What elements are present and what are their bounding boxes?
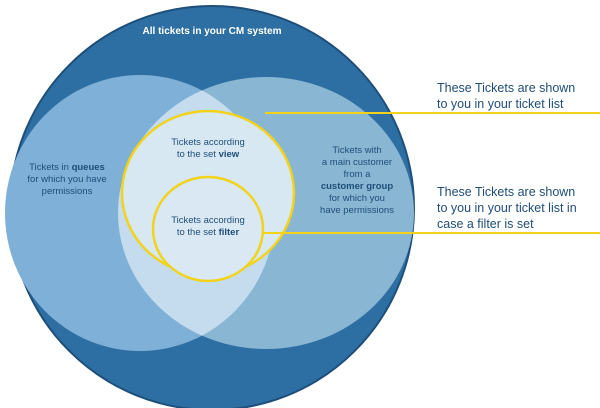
label-line-segment: queues	[72, 162, 105, 173]
view-annotation: These Tickets are shown to you in your ti…	[437, 81, 575, 111]
label-line-segment: to the set	[177, 149, 219, 160]
label-line-segment: a main customer	[322, 157, 392, 168]
annotation-line: to you in your ticket list	[437, 97, 564, 111]
annotation-line: to you in your ticket list in	[437, 201, 577, 215]
label-line-segment: from a	[344, 169, 372, 180]
filter-annotation: These Tickets are shown to you in your ti…	[437, 185, 577, 231]
label-line-segment: permissions	[42, 186, 93, 197]
label-line-segment: to the set	[177, 227, 219, 238]
annotation-line: These Tickets are shown	[437, 185, 575, 199]
label-line-segment: customer group	[321, 181, 394, 192]
label-line-segment: for which you	[329, 193, 385, 204]
label-line-segment: Tickets according	[171, 215, 245, 226]
label-line-segment: for which you have	[27, 174, 106, 185]
label-line-segment: Tickets in	[29, 162, 71, 173]
label-line-segment: filter	[219, 227, 240, 238]
annotation-line: These Tickets are shown	[437, 81, 575, 95]
annotation-line: case a filter is set	[437, 217, 534, 231]
label-line-segment: have permissions	[320, 205, 394, 216]
all-tickets-title: All tickets in your CM system	[143, 26, 282, 37]
label-line-segment: Tickets according	[171, 137, 245, 148]
label-line-segment: view	[219, 149, 240, 160]
label-line-segment: Tickets with	[332, 145, 381, 156]
filter-circle	[151, 175, 265, 283]
